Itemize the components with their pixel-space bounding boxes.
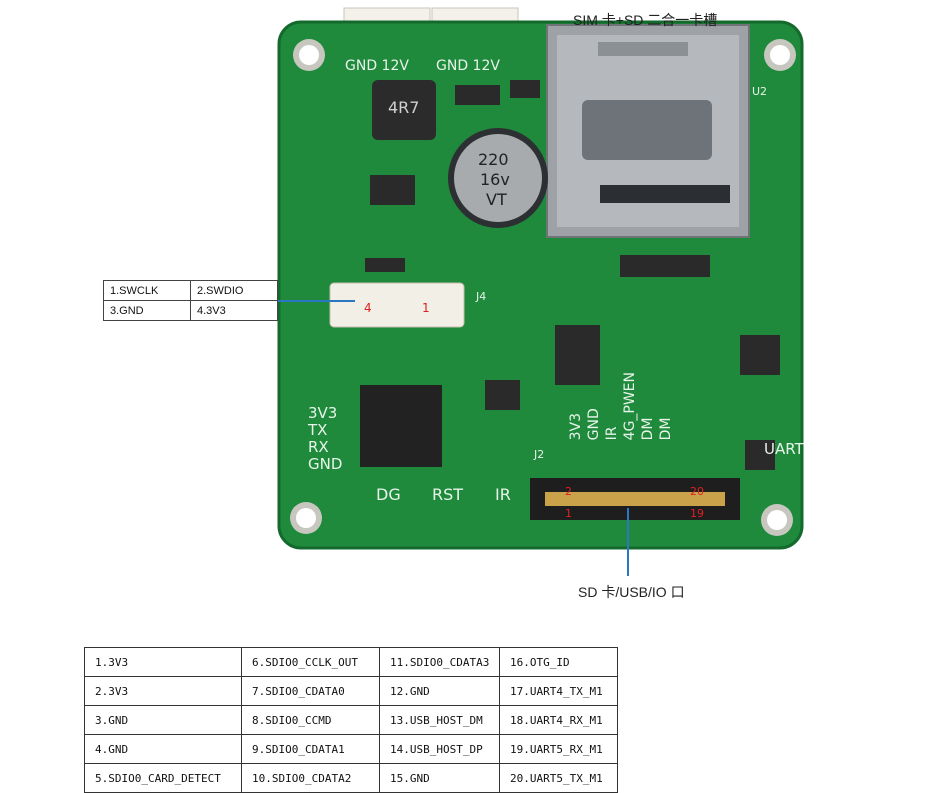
table-cell: 14.USB_HOST_DP — [379, 734, 500, 764]
main-ic-chip — [360, 385, 442, 467]
table-row: 3.GND 4.3V3 — [103, 300, 278, 321]
table-row: 5.SDIO0_CARD_DETECT 10.SDIO0_CDATA2 15.G… — [84, 763, 618, 793]
table-cell: 16.OTG_ID — [499, 647, 618, 677]
table-cell: 4.GND — [84, 734, 242, 764]
table-cell: 2.3V3 — [84, 676, 242, 706]
sd-port-label: SD 卡/USB/IO 口 — [578, 584, 685, 600]
table-cell: 20.UART5_TX_M1 — [499, 763, 618, 793]
table-cell: 1.SWCLK — [103, 280, 191, 301]
table-cell: 15.GND — [379, 763, 500, 793]
table-cell: 5.SDIO0_CARD_DETECT — [84, 763, 242, 793]
table-cell: 9.SDIO0_CDATA1 — [241, 734, 380, 764]
table-row: 1.SWCLK 2.SWDIO — [103, 280, 278, 301]
table-cell: 19.UART5_RX_M1 — [499, 734, 618, 764]
table-cell: 10.SDIO0_CDATA2 — [241, 763, 380, 793]
inductor — [372, 80, 436, 140]
table-row: 1.3V3 6.SDIO0_CCLK_OUT 11.SDIO0_CDATA3 1… — [84, 647, 618, 677]
table-cell: 11.SDIO0_CDATA3 — [379, 647, 500, 677]
j4-connector — [329, 282, 465, 328]
table-cell: 13.USB_HOST_DM — [379, 705, 500, 735]
table-cell: 18.UART4_RX_M1 — [499, 705, 618, 735]
table-cell: 1.3V3 — [84, 647, 242, 677]
table-cell: 8.SDIO0_CCMD — [241, 705, 380, 735]
table-row: 4.GND 9.SDIO0_CDATA1 14.USB_HOST_DP 19.U… — [84, 734, 618, 764]
table-cell: 7.SDIO0_CDATA0 — [241, 676, 380, 706]
table-cell: 17.UART4_TX_M1 — [499, 676, 618, 706]
table-cell: 4.3V3 — [190, 300, 278, 321]
fpc-pinout-table: 1.3V3 6.SDIO0_CCLK_OUT 11.SDIO0_CDATA3 1… — [84, 647, 618, 793]
table-cell: 3.GND — [103, 300, 191, 321]
mounting-holes — [290, 39, 796, 536]
sim-sd-slot — [546, 24, 750, 238]
table-cell: 12.GND — [379, 676, 500, 706]
smd-components — [365, 80, 780, 470]
table-row: 2.3V3 7.SDIO0_CDATA0 12.GND 17.UART4_TX_… — [84, 676, 618, 706]
table-row: 3.GND 8.SDIO0_CCMD 13.USB_HOST_DM 18.UAR… — [84, 705, 618, 735]
sim-slot-label: SIM 卡+SD 二合一卡槽 — [573, 12, 718, 28]
table-cell: 2.SWDIO — [190, 280, 278, 301]
table-cell: 6.SDIO0_CCLK_OUT — [241, 647, 380, 677]
electrolytic-capacitor — [448, 128, 548, 228]
swd-pinout-table: 1.SWCLK 2.SWDIO 3.GND 4.3V3 — [103, 280, 278, 321]
table-cell: 3.GND — [84, 705, 242, 735]
